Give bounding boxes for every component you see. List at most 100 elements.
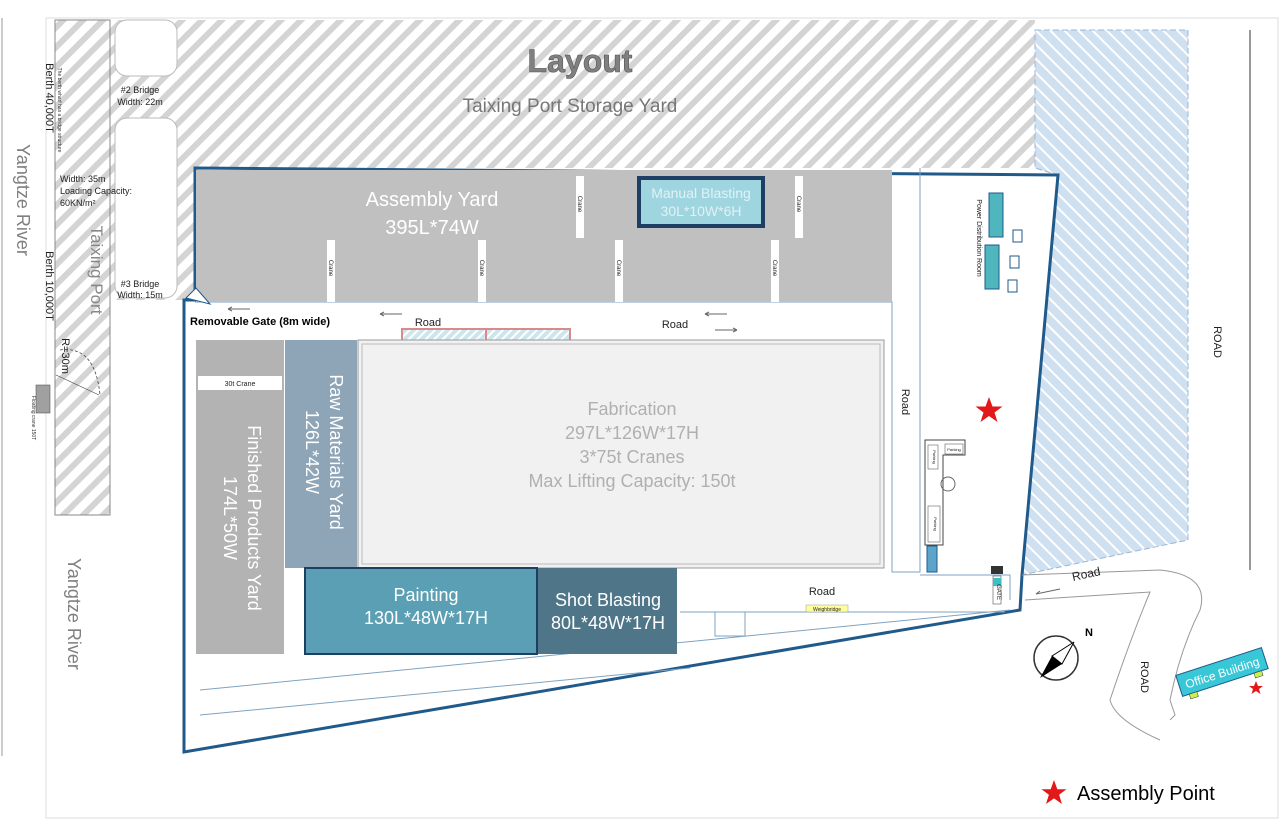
berth-wharf-outline (54, 19, 111, 516)
fabrication-capacity: Max Lifting Capacity: 150t (528, 471, 735, 491)
wharf-capacity-value: 60KN/m² (60, 198, 96, 208)
power-room-unit (1007, 279, 1018, 293)
river-label-top: Yangtze River (13, 144, 33, 256)
crane-rail (615, 240, 623, 302)
power-room-unit (1009, 255, 1020, 269)
wharf-capacity-label: Loading Capacity: (60, 186, 132, 196)
bridge-gap-top (114, 19, 178, 77)
assembly-yard-label: Assembly Yard (366, 189, 499, 211)
radius-label: R=30m (59, 338, 71, 374)
removable-gate-icon (185, 287, 212, 305)
crane-30t-label: 30t Crane (225, 381, 256, 388)
assembly-yard (196, 170, 892, 302)
floating-crane-label: Floating crane 150T (30, 396, 36, 440)
crane-rail (576, 176, 584, 238)
crane-label: Crane (771, 260, 777, 277)
radius-line (55, 374, 100, 396)
manual-blasting-dims: 30L*10W*6H (661, 203, 742, 219)
painting-label: Painting (393, 585, 458, 605)
parking-bay (927, 505, 941, 543)
parking-label: Parking (947, 447, 961, 452)
crane-rail (795, 176, 803, 238)
legend-star-icon (1041, 780, 1067, 804)
weighbridge-label: Weighbridge (813, 607, 841, 613)
storage-yard-hatched-area (55, 20, 1035, 515)
bridge2-label: #2 Bridge (121, 85, 160, 95)
bridge3-label: #3 Bridge (121, 279, 160, 289)
gate-label: GATE (995, 584, 1001, 600)
road-label-caps: ROAD (1138, 661, 1150, 693)
crane-30t-rail (198, 376, 282, 390)
crane-rail (327, 240, 335, 302)
fabrication-building (357, 339, 885, 569)
road-label: Road (1071, 564, 1102, 584)
port-label: Taixing Port (87, 226, 106, 315)
fabrication-label: Fabrication (587, 399, 676, 419)
removable-gate-label: Removable Gate (8m wide) (190, 316, 330, 328)
gate-box (992, 575, 1002, 605)
crane-rail (771, 240, 779, 302)
road-arrows (227, 306, 1061, 595)
gate-box-fill (993, 578, 1001, 586)
wharf-width: Width: 35m (60, 174, 106, 184)
manual-blasting-label: Manual Blasting (651, 185, 751, 201)
bridge-gap-middle (114, 117, 178, 299)
berth-bottom-label: Berth 10,000T (43, 251, 55, 321)
compass-icon (1033, 635, 1079, 681)
external-road-edge-inner (1024, 591, 1161, 741)
bridge2-width: Width: 22m (117, 97, 163, 107)
weighbridge-pad (714, 611, 746, 637)
power-room-label: Power Distribution Room (975, 199, 982, 277)
office-assembly-point-star-icon (1249, 681, 1263, 694)
raw-materials-yard (285, 340, 357, 568)
fabrication-dims: 297L*126W*17H (565, 423, 699, 443)
flagpole-circle (940, 476, 956, 492)
berth-top-label: Berth 40,000T (43, 63, 55, 133)
raw-materials-label: Raw Materials Yard (326, 374, 346, 529)
shot-blasting-dims: 80L*48W*17H (551, 613, 665, 633)
finished-products-dims: 174L*50W (220, 476, 240, 560)
shot-blasting-building (538, 568, 677, 654)
fabrication-cranes: 3*75t Cranes (579, 447, 684, 467)
raw-materials-dims: 126L*42W (302, 410, 322, 494)
office-building: Office Building (1175, 647, 1269, 700)
river-label-bottom: Yangtze River (64, 558, 84, 670)
gate-road-outline (920, 574, 1011, 600)
painting-building (304, 567, 538, 655)
crane-label: Crane (478, 260, 484, 277)
manual-blasting (641, 180, 761, 224)
power-room-block (988, 192, 1004, 238)
floating-crane-icon (35, 384, 51, 414)
road-label: Road (415, 317, 441, 329)
road-label-caps: ROAD (1211, 326, 1223, 358)
page-title: Layout (528, 43, 633, 79)
crane-label: Crane (795, 196, 801, 213)
road-label: Road (899, 389, 911, 415)
road-label: Road (662, 319, 688, 331)
radius-arc (59, 349, 101, 396)
bridge3-width: Width: 15m (117, 290, 163, 300)
external-road-edge (1021, 569, 1202, 721)
finished-products-label: Finished Products Yard (244, 425, 264, 610)
crane-label: Crane (327, 260, 333, 277)
legend-label: Assembly Point (1077, 783, 1215, 805)
fabrication-inner (361, 343, 881, 565)
guard-house (926, 545, 938, 573)
crane-rail-group: Crane Crane Crane Crane Crane Crane (327, 176, 803, 302)
parking-area (924, 439, 966, 546)
parking-bay (944, 443, 964, 455)
weighbridge (805, 604, 849, 613)
assembly-yard-dims: 395L*74W (385, 217, 479, 239)
gate-post (991, 566, 1003, 574)
painting-dims: 130L*48W*17H (364, 608, 488, 628)
road-label: Road (809, 586, 835, 598)
berth-note-label: The berth wharf has a bridge structure (56, 68, 62, 153)
parking-label: Parking (933, 517, 938, 531)
crane-label: Crane (576, 196, 582, 213)
crane-label: Crane (615, 260, 621, 277)
power-room-unit (1012, 229, 1023, 243)
parking-label: Parking (932, 450, 937, 464)
finished-products-yard (196, 340, 284, 654)
compass-north-label: N (1085, 627, 1093, 639)
